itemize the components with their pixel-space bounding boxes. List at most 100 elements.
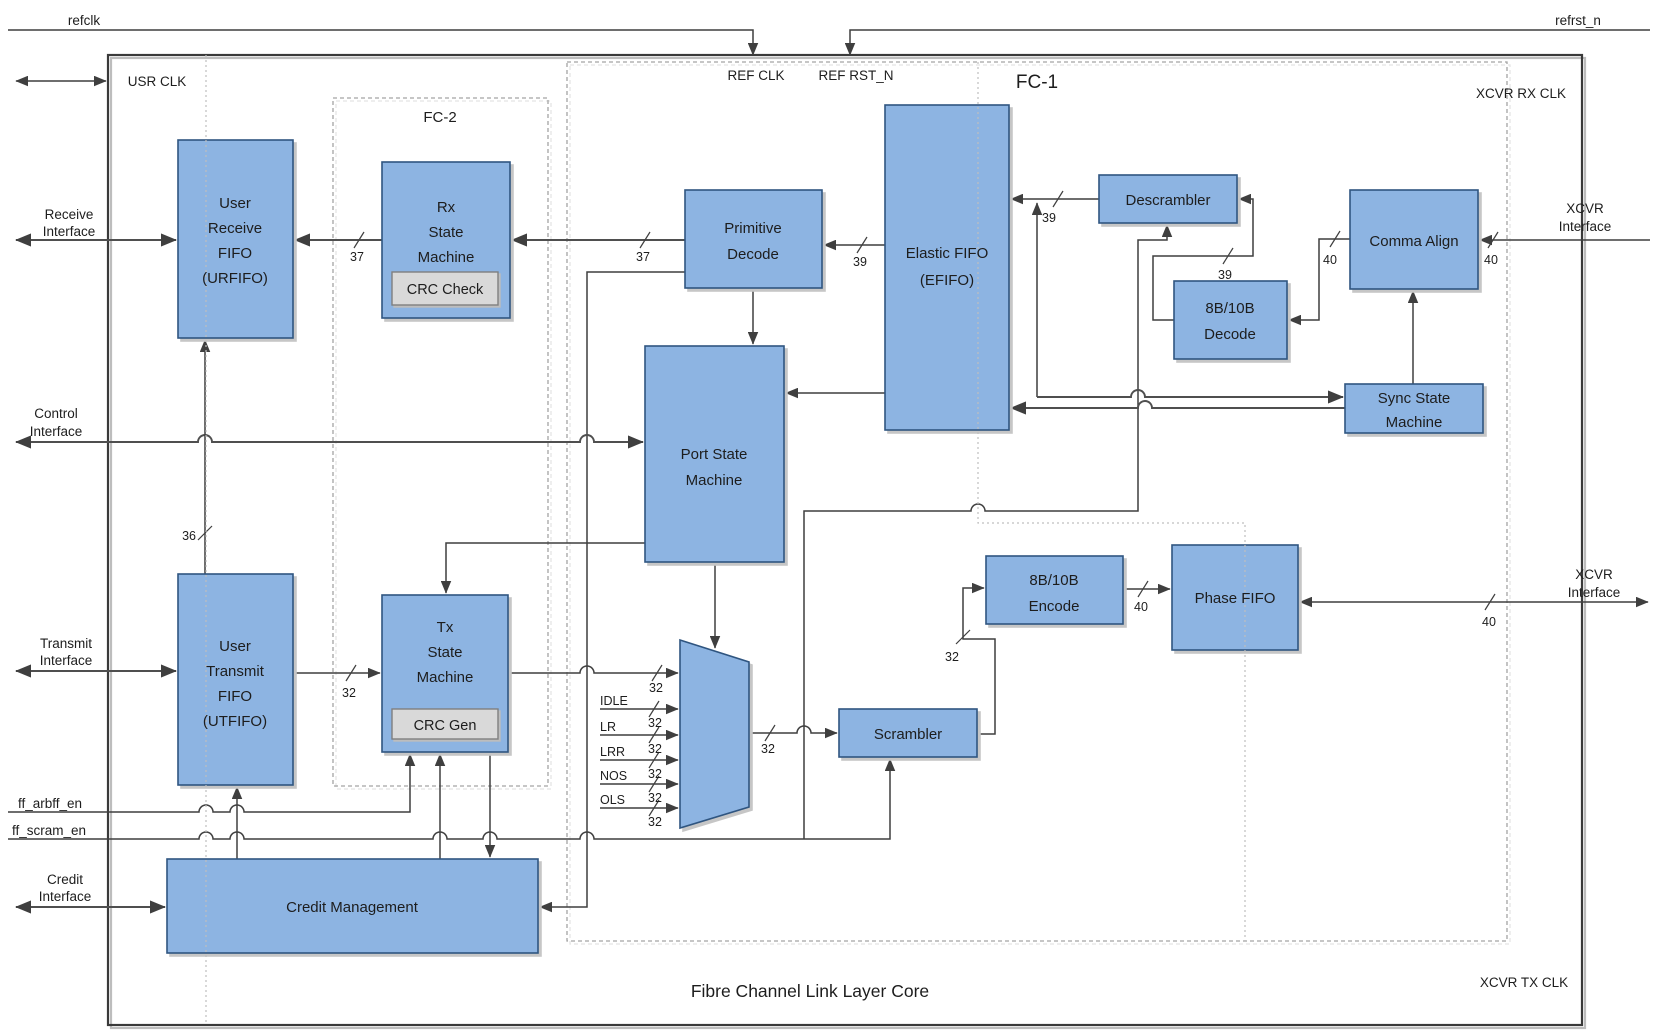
bus-slash <box>651 664 663 682</box>
refrst-label: refrst_n <box>1555 13 1601 28</box>
phase-fifo-block <box>1171 544 1299 651</box>
bus-width-40: 40 <box>1482 615 1496 629</box>
bus-slash <box>639 231 651 249</box>
transmit-if-label-1: Transmit <box>40 636 92 651</box>
bus-slash <box>353 231 365 249</box>
txsm-text-1: Tx <box>437 619 454 636</box>
refclk-label: refclk <box>68 13 101 28</box>
decode-8b10b-text-2: Decode <box>1204 326 1256 343</box>
ref-rst-label: REF RST_N <box>818 68 893 83</box>
bus-slash <box>648 775 660 793</box>
bus-width-39: 39 <box>1218 268 1232 282</box>
refclk-wire <box>8 29 759 56</box>
port-sm-text-1: Port State <box>681 446 748 463</box>
ff-scram-en-to-descrambler-wire <box>803 224 1173 839</box>
crc-gen-text: CRC Gen <box>414 718 477 734</box>
bus-slash <box>1487 231 1499 249</box>
primitive-mux <box>679 638 750 830</box>
xcvr-if-bottom-label-2: Interface <box>1568 585 1621 600</box>
transmit-if-label-2: Interface <box>40 653 93 668</box>
elastic-fifo-block <box>884 104 1010 431</box>
bus-width-32: 32 <box>649 681 663 695</box>
bus-slash <box>197 525 213 541</box>
portsm-to-txsm-wire <box>440 542 645 594</box>
receive-if-label-1: Receive <box>45 207 94 222</box>
bus-slash <box>1052 190 1064 208</box>
labels: refclk refrst_n USR CLK REF CLK REF RST_… <box>12 13 1620 1001</box>
rxdata-to-syncsm-wire <box>1037 389 1344 404</box>
bus-slash <box>648 799 660 817</box>
xcvr-rx-clk-label: XCVR RX CLK <box>1476 86 1566 101</box>
utfifo-text-1: User <box>219 638 251 655</box>
scrambler-to-encode-wire <box>962 582 996 735</box>
xcvr-if-top-label-1: XCVR <box>1566 201 1604 216</box>
port-sm-text-2: Machine <box>686 472 743 489</box>
rxsm-text-2: State <box>428 224 463 241</box>
decode-8b10b-block <box>1173 280 1288 360</box>
bus-width-32: 32 <box>342 686 356 700</box>
primitive-decode-text-2: Decode <box>727 246 779 263</box>
primitive-decode-block <box>684 189 823 289</box>
utfifo-text-2: Transmit <box>206 663 265 680</box>
primdecode-to-creditmgmt-wire <box>539 271 685 913</box>
usr-clk-label: USR CLK <box>128 74 187 89</box>
comma-align-block <box>1349 189 1479 290</box>
bus-width-37: 37 <box>350 250 364 264</box>
bus-slash <box>648 700 660 718</box>
urfifo-text-3: FIFO <box>218 245 252 262</box>
diagram-title: Fibre Channel Link Layer Core <box>691 981 929 1001</box>
xcvr-if-top-label-2: Interface <box>1559 219 1612 234</box>
rxsm-text-3: Machine <box>418 249 475 266</box>
bus-width-32: 32 <box>648 767 662 781</box>
txsm-text-2: State <box>427 644 462 661</box>
bus-slash <box>856 236 868 254</box>
fc2-label: FC-2 <box>423 109 456 126</box>
bus-width-37: 37 <box>636 250 650 264</box>
bus-width-32: 32 <box>761 742 775 756</box>
descrambler-block <box>1098 174 1238 224</box>
bus-width-32: 32 <box>648 716 662 730</box>
receive-if-label-2: Interface <box>43 224 96 239</box>
ff-arbff-en-label: ff_arbff_en <box>18 796 82 811</box>
crc-check-block <box>391 271 499 306</box>
blocks <box>166 104 1484 954</box>
decode-to-descrambler-wire <box>1152 193 1254 321</box>
credit-if-label-1: Credit <box>47 872 83 887</box>
scrambler-block <box>838 708 978 758</box>
port-state-machine-block <box>644 345 785 563</box>
control-if-label-1: Control <box>34 406 78 421</box>
idle-label: IDLE <box>600 694 628 708</box>
bus-slash <box>1329 230 1341 248</box>
ff-arbff-en-wire <box>8 753 416 813</box>
bus-width-32: 32 <box>648 791 662 805</box>
credit-if-label-2: Interface <box>39 889 92 904</box>
comma-align-text: Comma Align <box>1369 233 1458 250</box>
wires <box>8 29 1650 914</box>
ff-scram-en-label: ff_scram_en <box>12 823 86 838</box>
bus-width-32: 32 <box>648 815 662 829</box>
encode-8b10b-text-2: Encode <box>1029 598 1080 615</box>
bus-slash <box>345 664 357 682</box>
efifo-text-1: Elastic FIFO <box>906 245 989 262</box>
urfifo-text-2: Receive <box>208 220 262 237</box>
utfifo-text-3: FIFO <box>218 688 252 705</box>
bus-slash <box>1222 247 1234 265</box>
bus-slash <box>1484 593 1496 611</box>
control-if-wire-right <box>320 434 644 449</box>
fc1-label: FC-1 <box>1016 72 1058 93</box>
bus-slash <box>648 726 660 744</box>
txsm-text-3: Machine <box>417 669 474 686</box>
bus-width-39: 39 <box>1042 211 1056 225</box>
encode-8b10b-block <box>985 555 1124 625</box>
ref-xcvr-domain-dotted-line <box>977 62 1246 941</box>
sync-sm-text-1: Sync State <box>1378 390 1451 407</box>
sync-state-machine-block <box>1344 383 1484 434</box>
efifo-text-2: (EFIFO) <box>920 272 974 289</box>
bus-width-40: 40 <box>1134 600 1148 614</box>
primitive-decode-text-1: Primitive <box>724 220 782 237</box>
bus-slash <box>648 751 660 769</box>
mux-to-scrambler-wire <box>749 725 838 739</box>
control-if-label-2: Interface <box>30 424 83 439</box>
bus-width-32: 32 <box>945 650 959 664</box>
